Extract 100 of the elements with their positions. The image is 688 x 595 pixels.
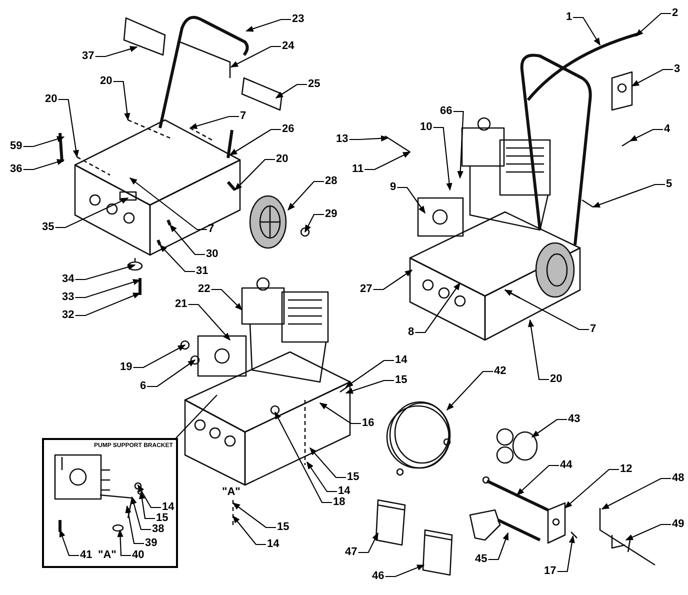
- callout-number: 35: [42, 221, 54, 234]
- callout-number: 30: [206, 248, 218, 261]
- parts-bag-drawing: [422, 529, 453, 576]
- leader-line: [58, 98, 79, 158]
- wheel-drawing: [249, 195, 310, 249]
- callout-number: 9: [390, 181, 396, 194]
- callout-number: 20: [276, 153, 288, 166]
- leader-line: [415, 282, 460, 334]
- leader-line: [358, 532, 378, 554]
- callout-number: 20: [100, 75, 112, 88]
- callout-number: 15: [395, 374, 408, 387]
- leader-line: [75, 279, 141, 298]
- hose-coil-drawing: [386, 401, 451, 476]
- leader-line: [601, 478, 671, 510]
- leader-line: [147, 360, 196, 388]
- callout-number: 48: [672, 472, 684, 485]
- leader-line: [631, 68, 673, 86]
- leader-line: [349, 135, 389, 142]
- leader-line: [95, 46, 138, 58]
- callout-number: 40: [132, 549, 144, 562]
- leader-line: [345, 360, 394, 388]
- callout-number: 3: [674, 63, 680, 76]
- leader-line: [23, 159, 65, 170]
- leader-line: [23, 136, 65, 148]
- callout-number: 13: [336, 133, 348, 146]
- callout-number: 38: [152, 523, 164, 536]
- leader-line: [397, 186, 426, 214]
- reference-letter: "A": [98, 549, 116, 562]
- leader-line: [516, 464, 559, 496]
- leader-line: [138, 484, 161, 508]
- leader-line: [234, 158, 275, 191]
- callout-number: 34: [62, 273, 74, 286]
- callout-number: 5: [666, 178, 672, 191]
- spray-wand-drawing: [482, 476, 549, 512]
- hook-drawing: [599, 507, 656, 566]
- callout-number: 44: [560, 459, 572, 472]
- callout-number: 7: [240, 110, 246, 123]
- callout-number: 14: [162, 501, 174, 514]
- callout-number: 46: [372, 570, 384, 583]
- callout-number: 25: [308, 78, 320, 91]
- callout-number: 20: [550, 373, 562, 386]
- leader-line: [230, 46, 281, 68]
- leader-line: [139, 491, 155, 520]
- callout-number: 22: [198, 283, 210, 296]
- leader-line: [557, 535, 575, 572]
- callout-number: 29: [325, 208, 338, 221]
- callout-number: 14: [267, 538, 280, 551]
- leader-line: [246, 18, 291, 32]
- leader-line: [310, 447, 346, 478]
- leader-line: [453, 110, 464, 179]
- callout-number: 27: [360, 283, 372, 296]
- leader-line: [488, 532, 509, 560]
- leader-line: [129, 178, 207, 230]
- leader-line: [117, 529, 131, 556]
- callout-number: 12: [620, 463, 632, 476]
- leader-line: [176, 394, 218, 438]
- leader-line: [345, 380, 394, 394]
- leader-line: [232, 515, 266, 546]
- leader-line: [373, 270, 413, 290]
- callout-number: 14: [338, 485, 350, 498]
- pressure-washer-drawing: [384, 32, 638, 341]
- handle-decals-drawing: [123, 17, 283, 111]
- callout-number: 59: [10, 140, 22, 153]
- leader-line: [287, 180, 324, 211]
- callout-number: 33: [62, 291, 74, 304]
- pump-bracket-drawing: [54, 454, 143, 532]
- callout-number: 14: [395, 354, 408, 367]
- callout-number: 49: [672, 518, 684, 531]
- leader-line: [159, 244, 195, 272]
- leader-line: [274, 411, 332, 504]
- nozzle-set-drawing: [496, 428, 538, 464]
- leader-line: [625, 524, 671, 540]
- callout-number: 28: [325, 175, 338, 188]
- parts-bag-drawing: [375, 499, 406, 546]
- leader-line: [592, 184, 665, 208]
- leader-line: [385, 564, 425, 578]
- callout-number: 15: [277, 521, 290, 534]
- callout-number: 37: [82, 50, 94, 63]
- leader-line: [125, 505, 144, 544]
- inset-panel: [42, 438, 178, 568]
- leader-line: [504, 290, 589, 330]
- callout-number: 32: [62, 309, 74, 322]
- spray-gun-drawing: [469, 509, 541, 542]
- leader-line: [275, 84, 307, 98]
- callout-number: 17: [544, 565, 556, 578]
- callout-number: 1: [566, 11, 572, 24]
- callout-number: 66: [440, 105, 452, 118]
- callout-number: 8: [408, 326, 414, 339]
- reference-letter: "A": [222, 486, 240, 499]
- callout-number: 31: [196, 265, 208, 278]
- leader-line: [635, 12, 671, 37]
- leader-line: [364, 152, 411, 170]
- leader-line: [319, 402, 361, 424]
- callout-number: 11: [352, 163, 364, 176]
- callout-number: 47: [345, 546, 358, 559]
- leader-line: [75, 292, 141, 316]
- callout-number: 15: [156, 512, 168, 525]
- leader-line: [573, 16, 600, 46]
- callout-number: 26: [282, 123, 294, 136]
- leader-line: [306, 461, 337, 492]
